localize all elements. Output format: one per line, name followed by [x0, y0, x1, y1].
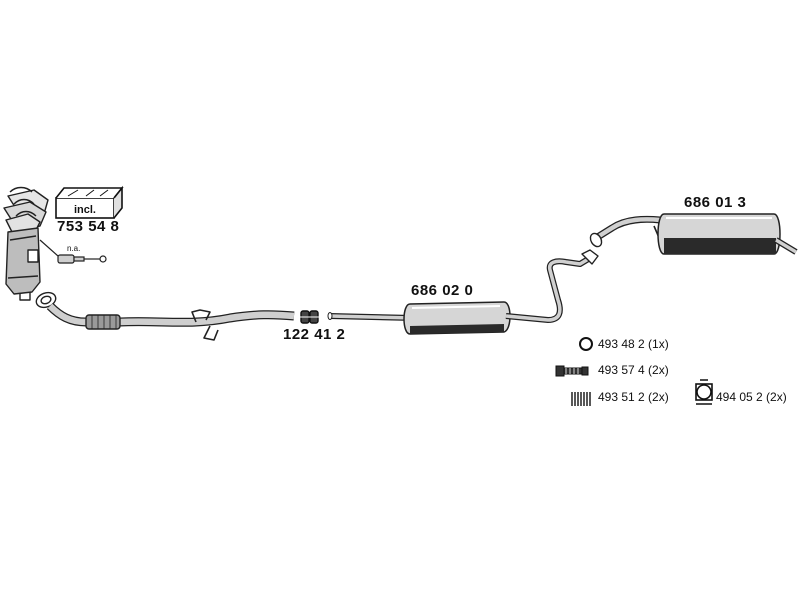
- lambda-sensor-icon: [39, 239, 107, 264]
- bolt-part-number: 493 57 4 (2x): [598, 363, 669, 377]
- manifold-catalyst-assembly: [3, 186, 49, 301]
- spring-icon: [571, 392, 591, 406]
- pipe-clamp-icon: [299, 310, 320, 324]
- front-pipe: [35, 291, 295, 341]
- bolt-icon: [555, 365, 589, 377]
- front-pipe-part-number: 122 41 2: [283, 326, 346, 343]
- o-ring-icon: [579, 337, 593, 351]
- o-ring-part-number: 493 48 2 (1x): [598, 337, 669, 351]
- catalyst-part-number: 753 54 8: [57, 218, 120, 235]
- clamp-icon: [695, 379, 713, 405]
- clamp-part-number: 494 05 2 (2x): [716, 390, 787, 404]
- middle-silencer-part-number: 686 02 0: [411, 282, 474, 299]
- kit-badge-text: incl.: [74, 204, 96, 216]
- gasket-kit-box: [55, 185, 124, 219]
- rear-silencer-part-number: 686 01 3: [684, 194, 747, 211]
- rear-silencer-assembly: [589, 213, 798, 255]
- sensor-not-included-note: n.a.: [67, 244, 81, 253]
- spring-part-number: 493 51 2 (2x): [598, 390, 669, 404]
- middle-silencer-assembly: [327, 249, 599, 335]
